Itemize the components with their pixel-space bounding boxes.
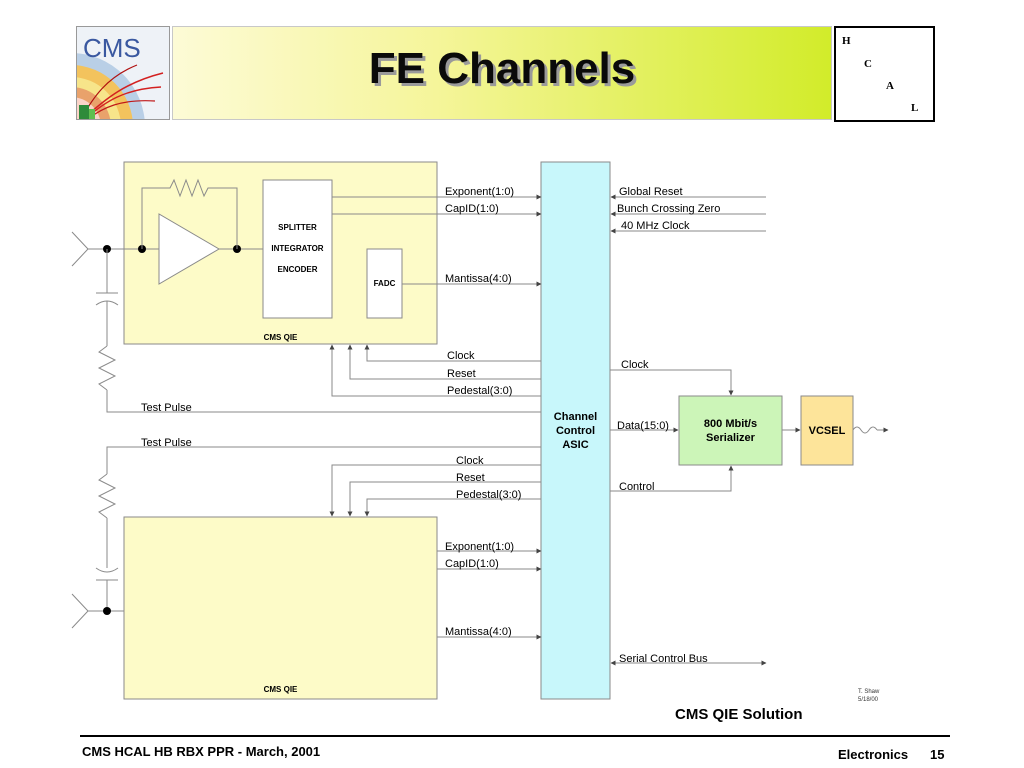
signal-reset-top: Reset	[447, 368, 476, 380]
author-date: 5/18/00	[858, 697, 879, 703]
author-note: T. Shaw 5/18/00	[858, 688, 879, 704]
signal-pedestal-bottom: Pedestal(3:0)	[456, 489, 522, 501]
asic-label-channel: Channel	[553, 411, 598, 423]
signal-mantissa-bottom: Mantissa(4:0)	[445, 626, 512, 638]
asic-label-asic: ASIC	[562, 439, 589, 451]
signal-mantissa-top: Mantissa(4:0)	[445, 273, 512, 285]
diagram-caption: CMS QIE Solution	[675, 706, 803, 723]
pedestal-bottom-wire	[364, 498, 541, 517]
hcal-letter-l: L	[911, 102, 919, 114]
hcal-letter-c: C	[864, 58, 872, 70]
cms-logo-graphic	[77, 27, 169, 119]
serializer-label-speed: 800 Mbit/s	[703, 418, 758, 430]
clock-ser-wire	[610, 369, 734, 396]
signal-clock-serializer: Clock	[621, 359, 649, 371]
signal-pedestal-top: Pedestal(3:0)	[447, 385, 513, 397]
signal-bunch-crossing-zero: Bunch Crossing Zero	[617, 203, 721, 215]
signal-test-pulse-top: Test Pulse	[141, 402, 192, 414]
test-pulse-bottom-wire	[106, 446, 541, 474]
signal-global-reset: Global Reset	[619, 186, 683, 198]
cms-logo: CMS	[76, 26, 170, 120]
signal-serial-control-bus: Serial Control Bus	[619, 653, 708, 665]
signal-capid-top: CapID(1:0)	[445, 203, 499, 215]
signal-control: Control	[619, 481, 655, 493]
author-name: T. Shaw	[858, 689, 880, 695]
vcsel-label: VCSEL	[808, 425, 846, 437]
asic-label-control: Control	[555, 425, 596, 437]
signal-data: Data(15:0)	[617, 420, 669, 432]
sie-label-integrator: INTEGRATOR	[271, 244, 324, 253]
serializer-label-name: Serializer	[706, 432, 755, 444]
junction-dot	[103, 607, 111, 615]
reset-bottom-wire	[347, 481, 541, 517]
logo-text: CMS	[83, 33, 141, 63]
asic-block	[540, 161, 611, 700]
input-connector-top	[71, 231, 89, 267]
page-title: FE Channels	[368, 44, 636, 93]
signal-exponent-top: Exponent(1:0)	[445, 186, 515, 198]
signal-clock-40mhz: 40 MHz Clock	[621, 220, 690, 232]
clock-top-wire	[364, 344, 541, 362]
capacitor-bottom	[95, 567, 119, 573]
hcal-logo: H C A L	[834, 26, 935, 122]
signal-clock-bottom: Clock	[456, 455, 484, 467]
qie-bottom-block	[123, 516, 438, 700]
qie-top-label: CMS QIE	[263, 333, 298, 342]
page-number: 15	[930, 747, 945, 762]
splitter-integrator-encoder-block	[262, 179, 333, 319]
signal-reset-bottom: Reset	[456, 472, 485, 484]
reset-top-wire	[347, 344, 541, 380]
clock-bottom-wire	[329, 464, 541, 517]
footer-divider	[80, 735, 950, 737]
signal-clock-top: Clock	[447, 350, 475, 362]
test-pulse-top-wire	[106, 390, 541, 413]
vcsel-block	[800, 395, 854, 466]
signal-capid-bottom: CapID(1:0)	[445, 558, 499, 570]
serializer-block	[678, 395, 783, 466]
feedback-resistor	[141, 178, 238, 249]
hcal-letter-a: A	[886, 80, 894, 92]
input-connector-bottom	[71, 593, 89, 629]
pedestal-top-wire	[329, 344, 541, 397]
fadc-label: FADC	[373, 279, 396, 288]
signal-test-pulse-bottom: Test Pulse	[141, 437, 192, 449]
sie-label-encoder: ENCODER	[277, 265, 318, 274]
footer-title: CMS HCAL HB RBX PPR - March, 2001	[82, 744, 321, 759]
hcal-letter-h: H	[842, 35, 851, 47]
title-bar	[172, 26, 832, 120]
optical-output-wave	[852, 426, 878, 434]
signal-exponent-bottom: Exponent(1:0)	[445, 541, 515, 553]
resistor-top	[97, 345, 117, 391]
fadc-block	[366, 248, 403, 319]
sie-label-splitter: SPLITTER	[278, 223, 317, 232]
qie-bottom-label: CMS QIE	[263, 685, 298, 694]
resistor-bottom	[97, 473, 117, 519]
footer-section: Electronics	[838, 747, 909, 762]
control-wire	[610, 465, 734, 492]
